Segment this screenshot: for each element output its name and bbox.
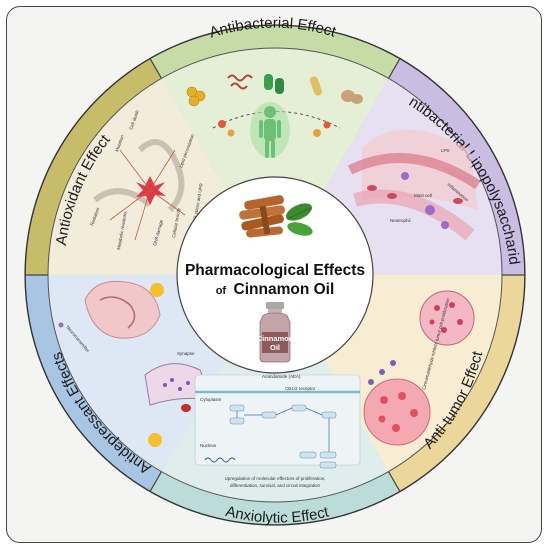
- tumor-cell-icon-1: [419, 290, 475, 346]
- dna-damage-text: DNA damage: [152, 219, 164, 247]
- anxiolytic-caption-2: differentiation, survival, and circuit i…: [230, 483, 320, 488]
- radiating-lines: [109, 149, 186, 241]
- radiation-text: Radiation: [89, 206, 100, 226]
- tumor-dots-1: [429, 302, 463, 333]
- center-title-main: Cinnamon Oil: [234, 281, 335, 298]
- human-body-icon: [250, 102, 290, 158]
- mast-cell-text: Mast cell: [414, 193, 432, 198]
- pathway-nodes: [229, 404, 337, 469]
- dashed-arc: [212, 111, 341, 129]
- cytoplasm-text: Cytoplasm: [200, 397, 222, 402]
- mutation-text: Mutation: [114, 134, 125, 152]
- lps-text: LPS: [441, 148, 450, 153]
- yeast-icon: [341, 90, 363, 104]
- immune-cell-icons: [401, 172, 449, 229]
- coccus-bacteria-icon: [186, 86, 206, 107]
- center-circle: [176, 176, 374, 374]
- label-anxiolytic: Anxiolytic Effect: [224, 503, 331, 527]
- sector-dividers: [25, 58, 525, 492]
- vesicle-icons: [163, 378, 190, 391]
- brain-icon: [84, 280, 161, 339]
- spiral-bacteria-icon: [227, 74, 253, 90]
- anxiolytic-caption-1: Upregulation of molecular effectors of p…: [225, 476, 326, 481]
- oil-bottle-icon: Cinnamon Oil: [257, 302, 294, 363]
- cellular-text: Cellular toxicity: [171, 207, 181, 238]
- cinnamon-sticks-icon: [239, 195, 285, 238]
- ligand-text: Anandamide (AEA): [262, 374, 301, 379]
- rod-bacteria-icon: [264, 74, 323, 96]
- antibacterial-illustration: [186, 74, 363, 158]
- red-cell-icon: [181, 404, 191, 412]
- panel-antibacterial: [161, 47, 389, 275]
- leaf-icon: [285, 203, 313, 236]
- pill-icons: [218, 120, 331, 137]
- sad-face-icon: [148, 433, 162, 447]
- red-cell-icons: [367, 185, 463, 204]
- receptor-text: CB1/2 receptor: [285, 386, 316, 391]
- particle-icons: [368, 360, 396, 385]
- cell-death-text: Cell death: [128, 109, 140, 130]
- bottle-label-line2: Oil: [270, 343, 280, 352]
- lps-illustration: LPS Mast cell Inflammation Neutrophil: [347, 129, 481, 241]
- center-title-line1: Pharmacological Effects: [185, 262, 365, 279]
- nucleus-text: Nucleus: [200, 443, 217, 448]
- center-title-line2: of Cinnamon Oil: [216, 281, 335, 298]
- anxiolytic-illustration: Anandamide (AEA) CB1/2 receptor Cytoplas…: [194, 374, 361, 488]
- center-title-prefix: of: [216, 285, 227, 297]
- tumor-cell-icon-2: [363, 378, 431, 446]
- synapse-text: Synapse: [177, 351, 195, 356]
- tumor-dots-2: [378, 392, 418, 432]
- metabolic-text: Metabolic reactions: [116, 210, 128, 250]
- bottle-label-line1: Cinnamon: [257, 334, 294, 343]
- er-stress-text: ER stress and UPR: [192, 182, 204, 222]
- happy-face-icon: [150, 283, 164, 297]
- antitumor-illustration: Cinnamaldehyde inhibits tumor cell proli…: [363, 290, 475, 446]
- neutrophil-text: Neutrophil: [390, 218, 411, 223]
